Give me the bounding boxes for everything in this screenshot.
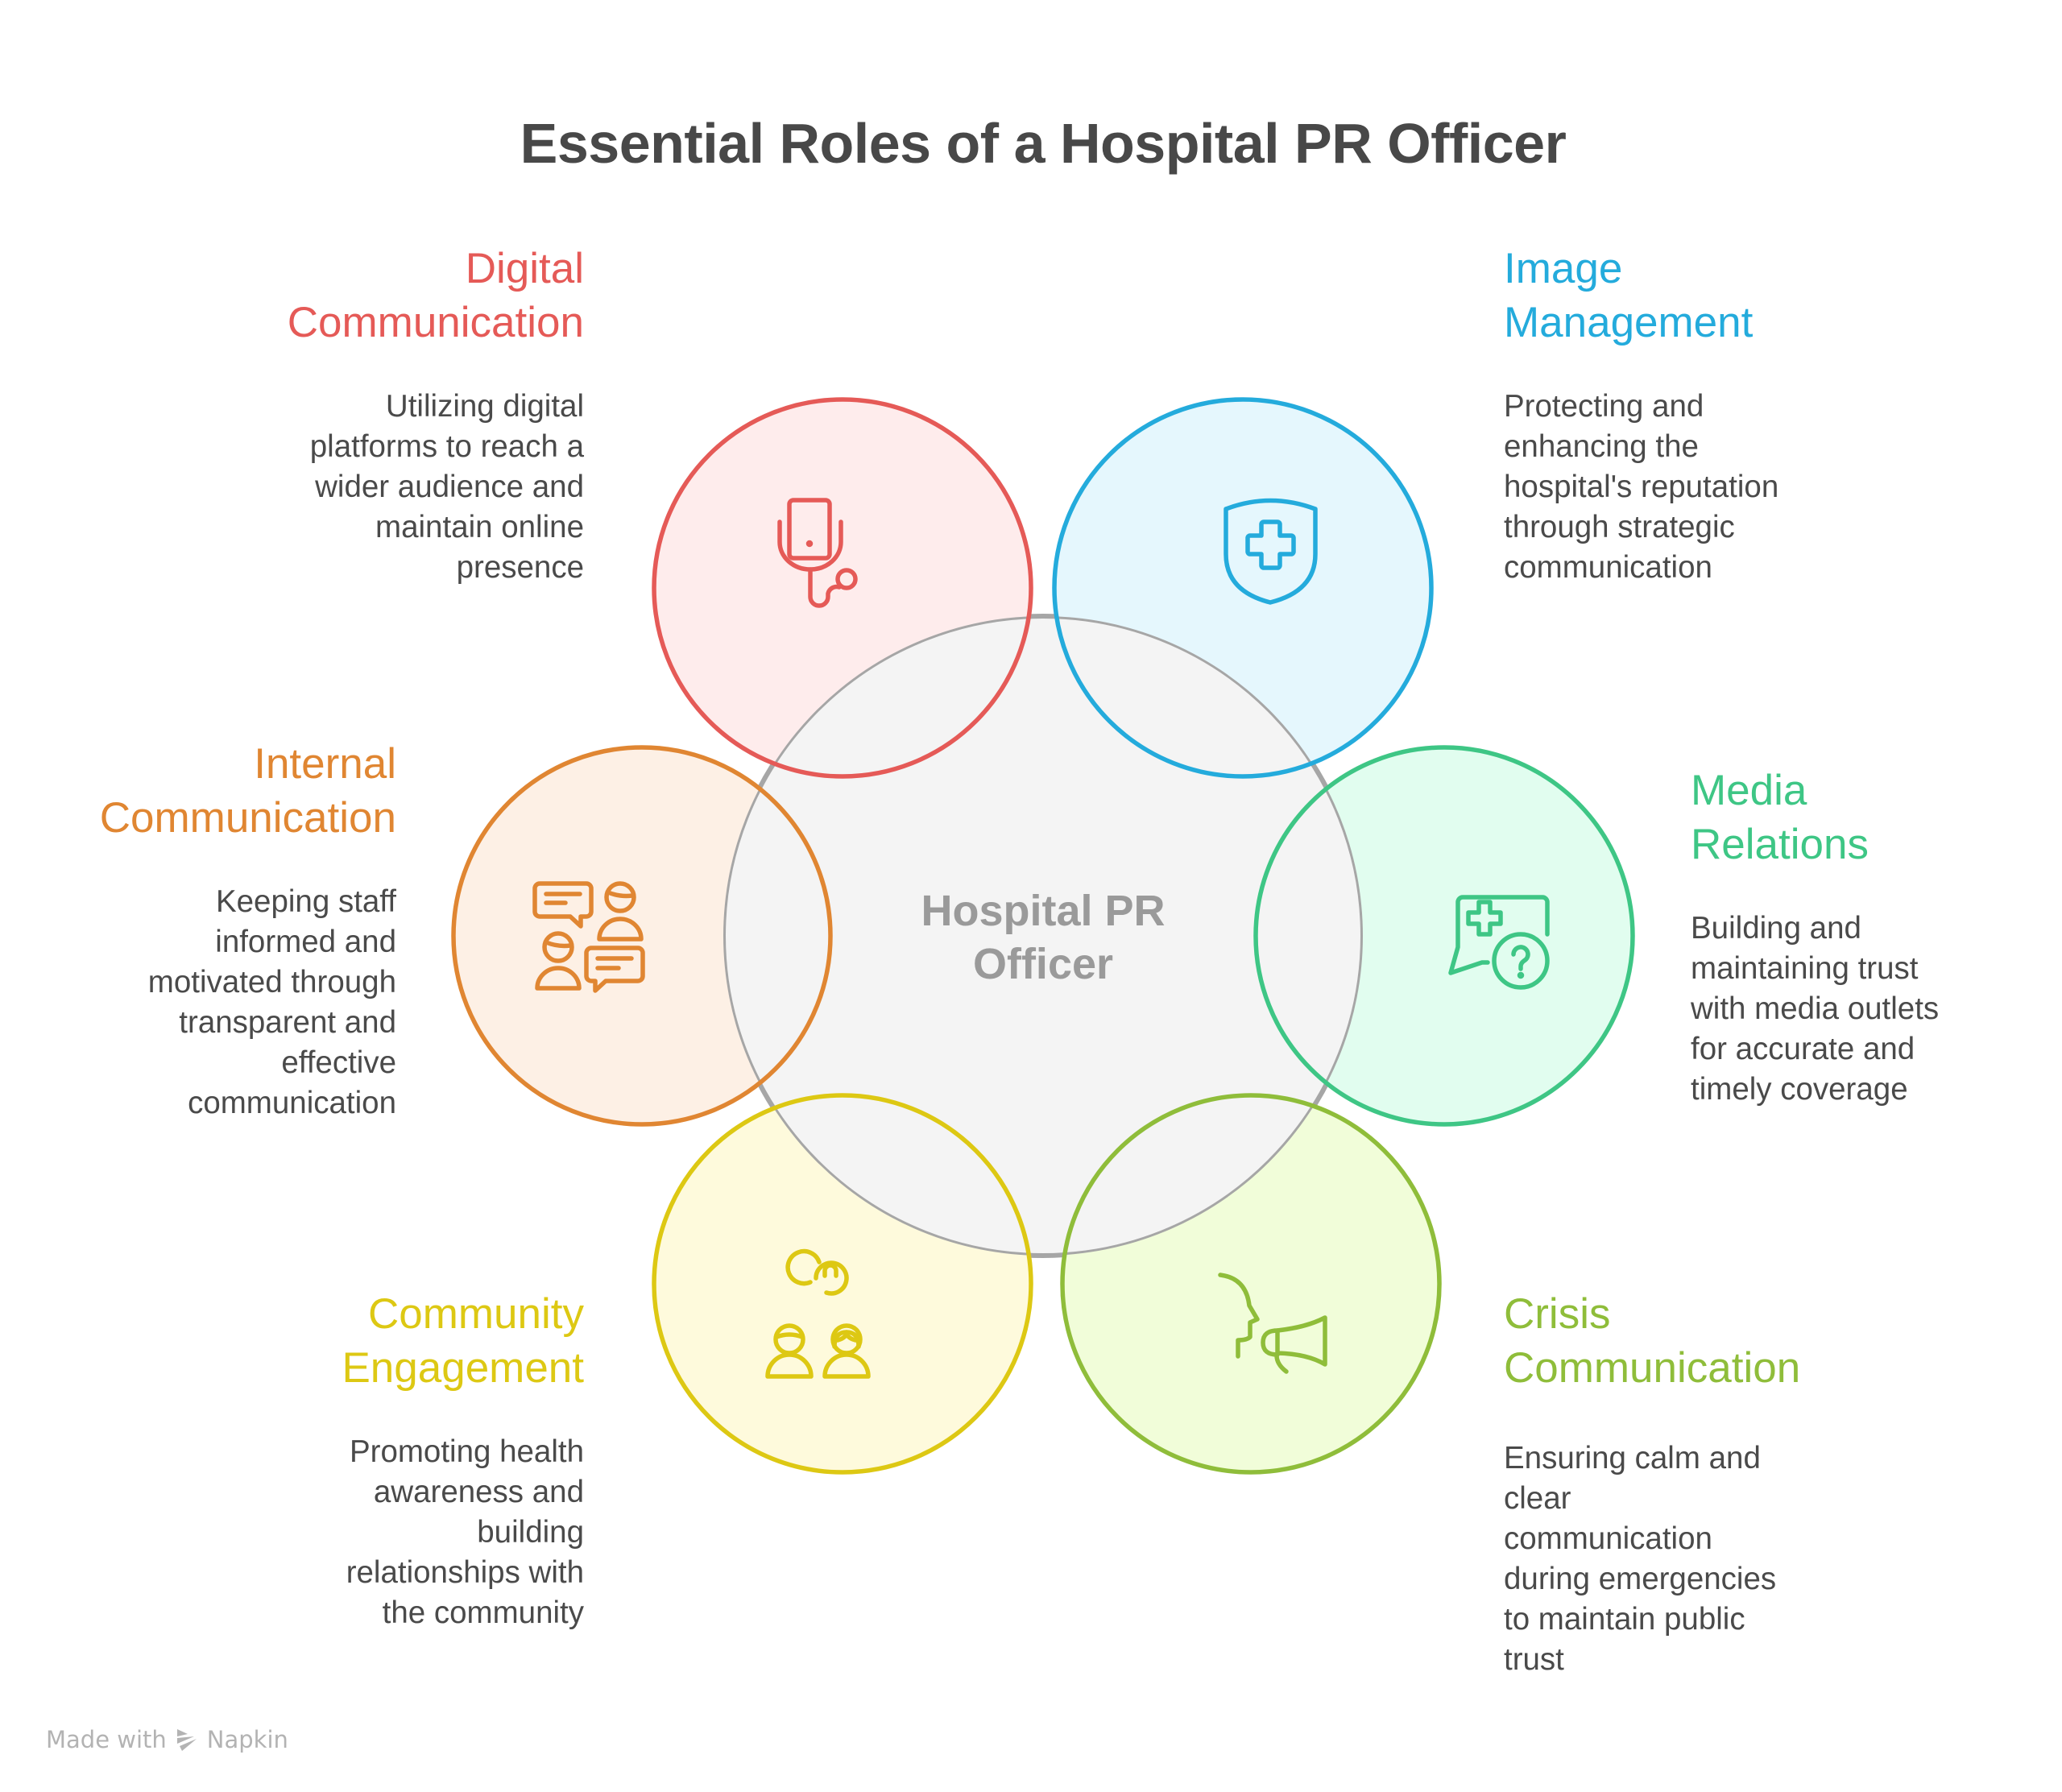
napkin-logo-icon	[176, 1729, 197, 1751]
megaphone-speaker-icon	[1218, 1273, 1327, 1374]
role-crisis-communication: Crisis Communication Ensuring calm and c…	[1504, 1287, 1955, 1680]
circle-image-management	[1052, 397, 1434, 779]
role-description: Protecting and enhancing the hospital's …	[1504, 389, 1779, 585]
shield-cross-icon	[1224, 498, 1318, 605]
role-heading: Community Engagement	[342, 1290, 584, 1392]
role-description: Utilizing digital platforms to reach a w…	[309, 389, 584, 585]
role-heading: Internal Communication	[99, 740, 396, 842]
role-internal-communication: Internal Communication Keeping staff inf…	[0, 737, 396, 1124]
role-media-relations: Media Relations Building and maintaining…	[1691, 764, 2062, 1110]
circle-crisis-communication	[1060, 1093, 1442, 1475]
role-heading: Media Relations	[1691, 767, 1869, 868]
role-heading: Digital Communication	[287, 245, 584, 346]
role-description: Building and maintaining trust with medi…	[1691, 911, 1940, 1107]
role-heading: Image Management	[1504, 245, 1754, 346]
napkin-brand-label: Napkin	[206, 1726, 288, 1753]
medical-question-chat-icon	[1448, 895, 1550, 990]
made-with-label: Made with	[46, 1726, 167, 1753]
circle-media-relations	[1253, 745, 1635, 1127]
role-community-engagement: Community Engagement Promoting health aw…	[133, 1287, 584, 1633]
circle-internal-communication	[451, 745, 833, 1127]
circle-community-engagement	[652, 1093, 1033, 1475]
circle-digital-communication	[652, 397, 1033, 779]
community-people-icon	[765, 1248, 871, 1379]
center-label: Hospital PR Officer	[921, 887, 1166, 988]
made-with-napkin-footer[interactable]: Made with Napkin	[46, 1726, 288, 1753]
role-description: Ensuring calm and clear communication du…	[1504, 1441, 1777, 1677]
people-chat-icon	[532, 881, 645, 993]
role-heading: Crisis Communication	[1504, 1290, 1801, 1392]
stethoscope-tablet-icon	[777, 498, 858, 608]
role-description: Keeping staff informed and motivated thr…	[147, 884, 396, 1120]
role-image-management: Image Management Protecting and enhancin…	[1504, 242, 1955, 588]
diagram-title: Essential Roles of a Hospital PR Officer	[520, 112, 1567, 175]
role-description: Promoting health awareness and building …	[346, 1434, 584, 1630]
role-digital-communication: Digital Communication Utilizing digital …	[133, 242, 584, 588]
